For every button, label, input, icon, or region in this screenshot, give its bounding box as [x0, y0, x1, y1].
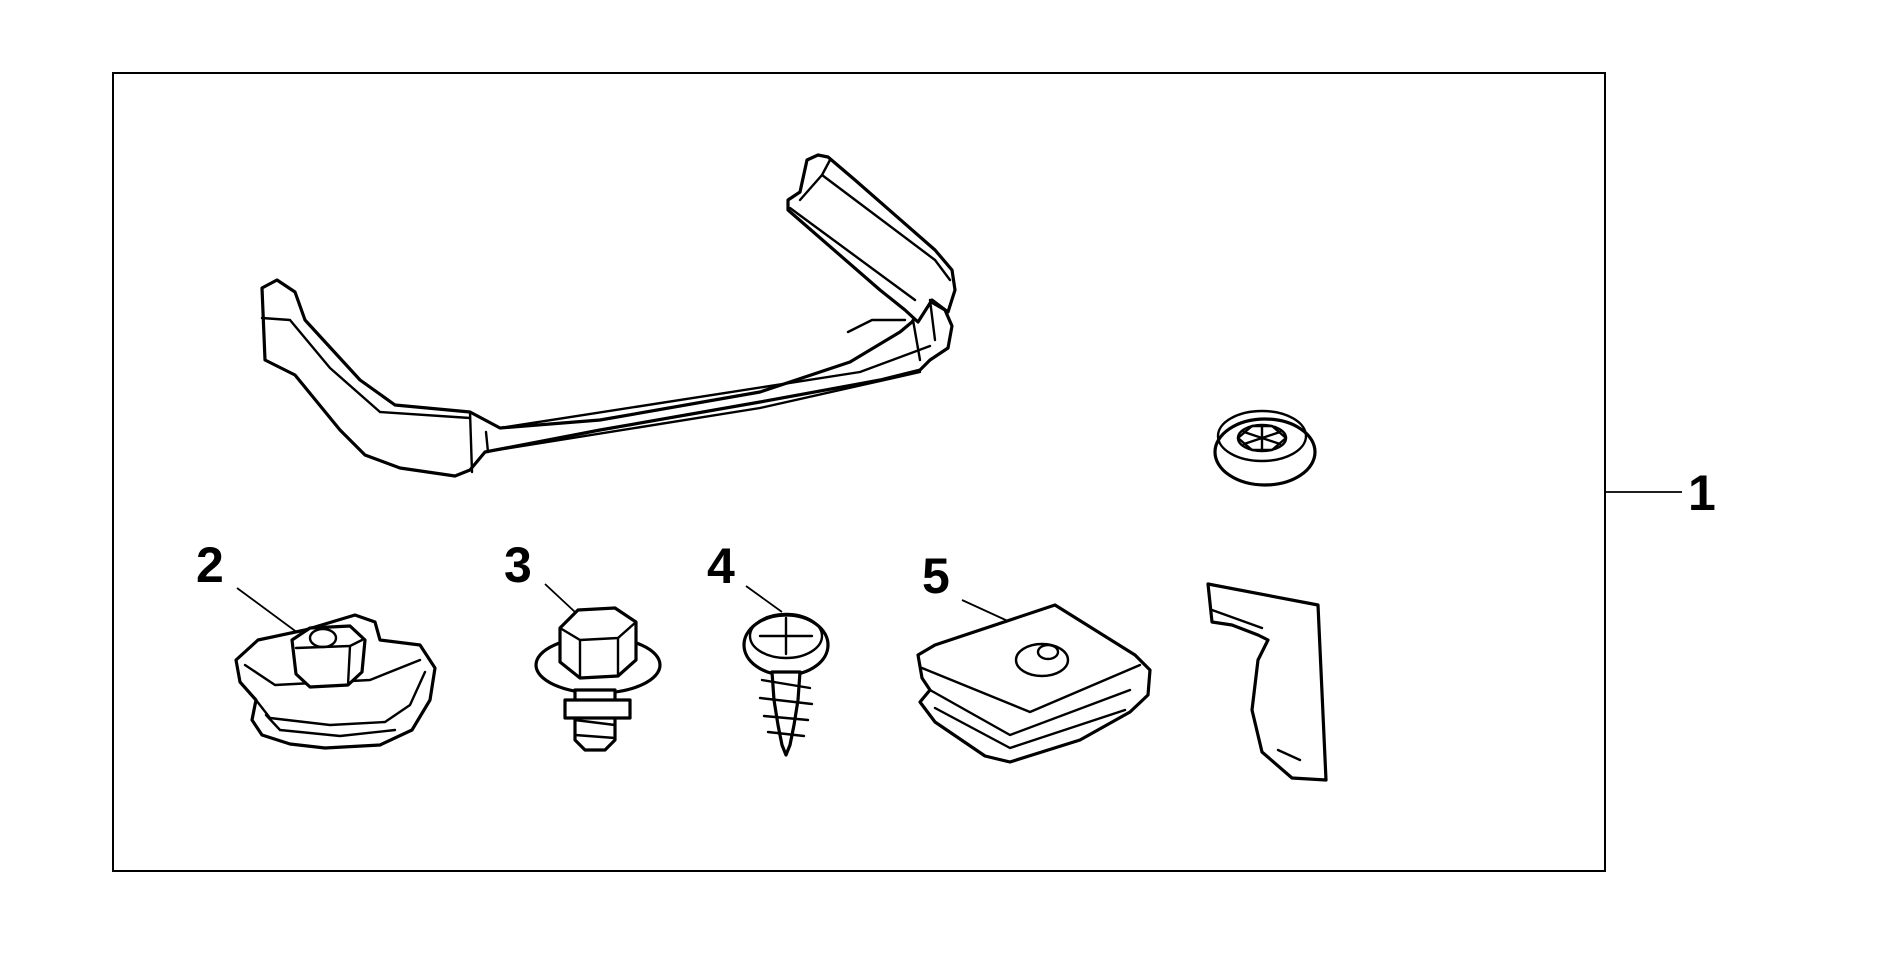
molding-strip [260, 153, 957, 478]
callout-5-leader [961, 599, 1011, 623]
callout-4: 4 [707, 538, 735, 594]
callout-3-leader [544, 583, 576, 613]
spring-clip-nut: 5 [916, 548, 1152, 764]
callout-4-leader [745, 585, 783, 613]
flange-bolt: 3 [504, 537, 662, 752]
u-nut-square: 2 [196, 537, 437, 750]
tapping-screw: 4 [707, 538, 830, 757]
callout-3: 3 [504, 537, 532, 593]
kit-border [112, 72, 1606, 872]
callout-2: 2 [196, 537, 224, 593]
callout-5: 5 [922, 548, 950, 604]
seal-pad [1206, 582, 1328, 782]
callout-1: 1 [1688, 465, 1716, 521]
callout-2-leader [236, 587, 303, 637]
grommet [1213, 409, 1317, 487]
